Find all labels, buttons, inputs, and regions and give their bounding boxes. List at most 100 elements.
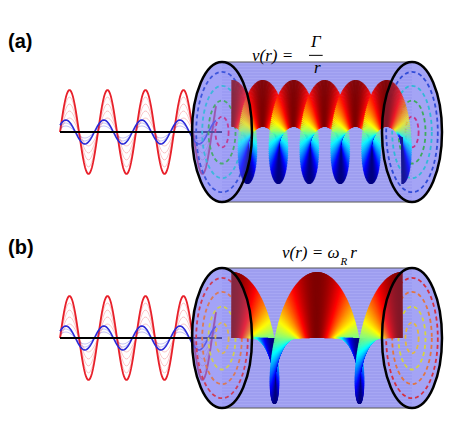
cylinder-mesh	[222, 191, 412, 192]
helical-wavefront	[269, 133, 283, 146]
helical-wavefront	[259, 81, 262, 127]
helical-wavefront	[361, 133, 375, 146]
cylinder-body	[192, 62, 442, 202]
formula-numerator: Γ	[311, 33, 321, 52]
cylinder-mesh	[222, 400, 412, 401]
helical-wavefront	[354, 80, 355, 127]
formula: v(r) =	[252, 47, 293, 66]
helical-wavefront	[289, 81, 292, 127]
formula-denominator: r	[314, 59, 321, 78]
helical-wavefront	[290, 81, 292, 127]
helical-wavefront	[354, 80, 356, 127]
cylinder-mesh	[222, 379, 412, 380]
helical-wavefront	[322, 81, 324, 127]
cylinder-mesh	[222, 194, 412, 195]
helical-wavefront	[252, 334, 273, 338]
cylinder-front-face	[192, 268, 252, 408]
helical-wavefront	[361, 133, 376, 144]
cylinder-mesh	[222, 376, 412, 377]
helical-wavefront	[300, 133, 314, 145]
cylinder-edge	[222, 268, 412, 269]
helical-wavefront	[269, 133, 284, 143]
cylinder-back-face	[382, 62, 442, 202]
cylinder-mesh	[222, 391, 412, 392]
helical-wavefront	[261, 80, 263, 127]
cylinder-back-face	[382, 268, 442, 408]
cylinder-mesh	[222, 80, 412, 81]
helical-wavefront	[315, 272, 316, 338]
cylinder-mesh	[222, 397, 412, 398]
helical-wavefront	[300, 133, 315, 142]
panel-illustration	[60, 268, 442, 408]
helical-wavefront	[313, 273, 316, 338]
helical-wavefront	[351, 81, 354, 127]
fraction-bar	[309, 55, 323, 56]
helical-wavefront	[362, 133, 377, 141]
helical-wavefront	[300, 133, 315, 140]
formula: r	[350, 244, 357, 263]
cylinder-mesh	[222, 373, 412, 374]
cylinder-mesh	[222, 382, 412, 383]
helical-wavefront	[362, 133, 377, 139]
cylinder-mesh	[222, 388, 412, 389]
helical-wavefront	[313, 272, 315, 338]
cylinder-mesh	[222, 185, 412, 186]
cylinder-mesh	[222, 370, 412, 371]
cylinder-mesh	[222, 406, 412, 407]
helical-wavefront	[331, 133, 346, 141]
helical-wavefront	[362, 132, 377, 136]
cylinder-edge	[222, 408, 412, 409]
helical-wavefront	[362, 133, 377, 142]
helical-wavefront	[261, 80, 263, 127]
cylinder-edge	[222, 202, 412, 203]
panel-label: (a)	[8, 30, 32, 52]
cylinder-mesh	[222, 394, 412, 395]
cylinder-body	[192, 268, 442, 408]
cylinder-mesh	[222, 200, 412, 201]
helical-wavefront	[269, 132, 284, 136]
formula-subscript: R	[340, 255, 347, 267]
helical-wavefront	[274, 338, 295, 341]
helical-wavefront	[291, 80, 293, 126]
helical-wavefront	[300, 133, 315, 144]
helical-wavefront	[359, 338, 380, 343]
helical-wavefront	[300, 132, 315, 136]
helical-wavefront	[331, 133, 346, 143]
cylinder-front-face	[192, 62, 252, 202]
helical-wavefront	[352, 81, 355, 127]
panel-label: (b)	[8, 236, 34, 258]
helical-wavefront	[359, 338, 380, 342]
helical-wavefront	[331, 133, 346, 138]
helical-wavefront	[260, 81, 262, 127]
helical-wavefront	[300, 133, 315, 138]
helical-wavefront	[274, 338, 295, 342]
helical-wavefront	[315, 272, 317, 338]
helical-wavefront	[359, 338, 380, 341]
helical-wavefront	[269, 133, 284, 139]
helical-wavefront	[362, 132, 377, 134]
helical-wavefront	[321, 81, 324, 127]
helical-wavefront	[300, 132, 315, 134]
helical-wavefront	[314, 272, 316, 338]
panel-illustration	[60, 62, 442, 202]
helical-wavefront	[269, 133, 284, 141]
helical-wavefront	[331, 133, 346, 140]
helical-wavefront	[315, 272, 316, 338]
formula: v(r) = ω	[282, 244, 339, 263]
helical-wavefront	[258, 81, 261, 127]
helical-wavefront	[331, 132, 346, 135]
helical-wavefront	[331, 132, 346, 133]
helical-wavefront	[269, 132, 284, 134]
cylinder-mesh	[222, 403, 412, 404]
helical-wavefront	[353, 80, 355, 126]
helical-wavefront	[322, 80, 324, 127]
helical-wavefront	[337, 334, 358, 338]
helical-wavefront	[274, 338, 295, 343]
cylinder-mesh	[222, 188, 412, 189]
helical-wavefront	[269, 133, 284, 144]
helical-wavefront	[292, 80, 293, 127]
cylinder-mesh	[222, 271, 412, 272]
helical-wavefront	[331, 133, 346, 145]
